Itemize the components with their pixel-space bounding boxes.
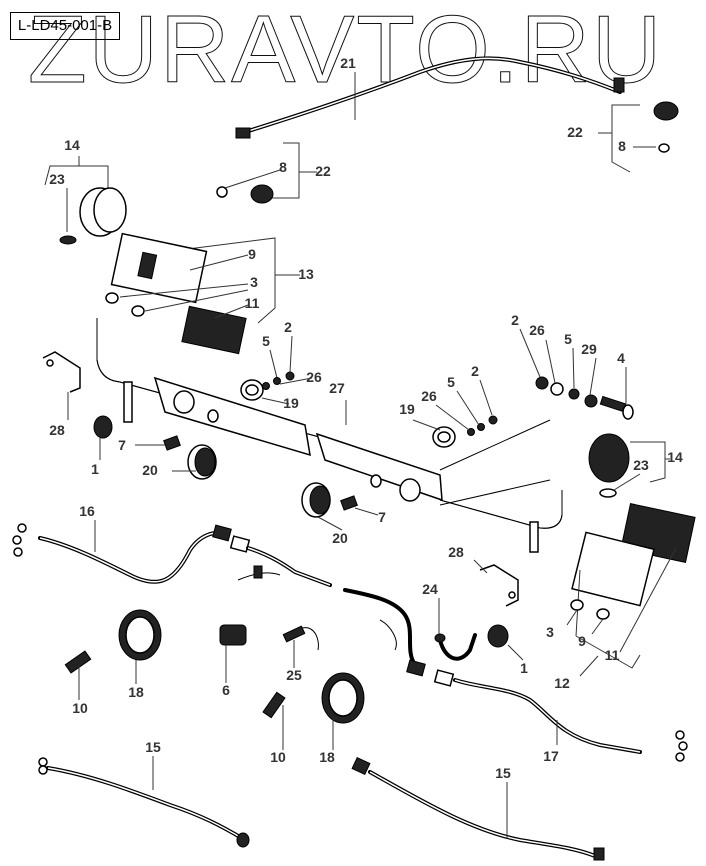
- part-cable-24: [434, 598, 477, 661]
- callout-22: 22: [567, 124, 583, 140]
- part-screw-cap-7-20-right: [301, 482, 379, 531]
- part-wire-harness-16: [12, 520, 232, 584]
- callout-5: 5: [447, 374, 455, 390]
- callout-15: 15: [145, 739, 161, 755]
- part-headlamp-18-bulb-10-right: [262, 672, 365, 750]
- part-connector-6: [219, 624, 247, 683]
- callout-29: 29: [581, 341, 597, 357]
- callout-23: 23: [633, 457, 649, 473]
- part-wire-harness-center: [229, 535, 426, 677]
- part-grommet-1-right: [487, 624, 524, 661]
- callout-10: 10: [270, 749, 286, 765]
- part-grommet-1-left: [93, 415, 113, 460]
- callout-26: 26: [529, 322, 545, 338]
- callout-11: 11: [605, 647, 620, 663]
- part-group-22-middle: [216, 142, 317, 204]
- callout-23: 23: [49, 171, 65, 187]
- callout-19: 19: [399, 401, 415, 417]
- callout-1: 1: [91, 461, 99, 477]
- part-bracket-28-right: [473, 559, 519, 607]
- callout-20: 20: [332, 530, 348, 546]
- callout-2: 2: [511, 312, 519, 328]
- part-wire-harness-17: [433, 669, 688, 762]
- callout-25: 25: [286, 667, 302, 683]
- part-cable-15-left: [38, 756, 250, 848]
- callout-10: 10: [72, 700, 88, 716]
- callout-13: 13: [298, 266, 314, 282]
- callout-7: 7: [118, 437, 126, 453]
- callout-8: 8: [618, 138, 626, 154]
- callout-28: 28: [448, 544, 464, 560]
- callout-3: 3: [546, 624, 554, 640]
- callout-2: 2: [284, 319, 292, 335]
- callout-16: 16: [79, 503, 95, 519]
- part-sensor-25: [282, 625, 319, 668]
- callout-24: 24: [422, 581, 438, 597]
- part-hardware-top-right: [519, 328, 634, 420]
- part-group-12-lamp: [566, 503, 696, 677]
- callout-26: 26: [306, 369, 322, 385]
- part-headlamp-18-bulb-10-left: [64, 609, 162, 700]
- callout-21: 21: [340, 55, 356, 71]
- part-bar-left: [96, 318, 331, 457]
- part-hardware-right-mid: [412, 379, 498, 448]
- callout-18: 18: [128, 684, 144, 700]
- callout-2: 2: [471, 363, 479, 379]
- part-group-14-top-left: [44, 156, 127, 245]
- callout-28: 28: [49, 422, 65, 438]
- callout-5: 5: [262, 333, 270, 349]
- callout-17: 17: [543, 748, 559, 764]
- callout-26: 26: [421, 388, 437, 404]
- callout-14: 14: [64, 137, 80, 153]
- callout-14: 14: [667, 449, 683, 465]
- callout-9: 9: [248, 246, 256, 262]
- callout-7: 7: [378, 509, 386, 525]
- callout-22: 22: [315, 163, 331, 179]
- callout-19: 19: [283, 395, 299, 411]
- part-bar-right: [315, 400, 563, 553]
- callout-15: 15: [495, 765, 511, 781]
- callout-1: 1: [520, 660, 528, 676]
- part-group-22-top-right: [598, 101, 679, 173]
- callout-20: 20: [142, 462, 158, 478]
- callout-18: 18: [319, 749, 335, 765]
- part-hardware-left: [240, 335, 313, 405]
- callout-27: 27: [329, 380, 345, 396]
- part-cable-15-right: [351, 756, 605, 861]
- callout-5: 5: [564, 331, 572, 347]
- callout-9: 9: [578, 633, 586, 649]
- callout-4: 4: [617, 350, 625, 366]
- drawing-code-label: L-LD45-001-B: [10, 12, 120, 40]
- part-group-13-lamp: [105, 232, 300, 355]
- callout-3: 3: [250, 274, 258, 290]
- part-screw-cap-7-20-left: [135, 435, 217, 480]
- watermark-text: ZURAVTO.RU: [28, 0, 663, 103]
- callout-6: 6: [222, 682, 230, 698]
- part-wire-harness-21: [235, 56, 625, 139]
- part-bracket-28-left: [42, 351, 81, 420]
- callout-12: 12: [554, 675, 570, 691]
- callout-8: 8: [279, 159, 287, 175]
- callout-11: 11: [245, 295, 260, 311]
- part-group-14-right: [588, 433, 670, 498]
